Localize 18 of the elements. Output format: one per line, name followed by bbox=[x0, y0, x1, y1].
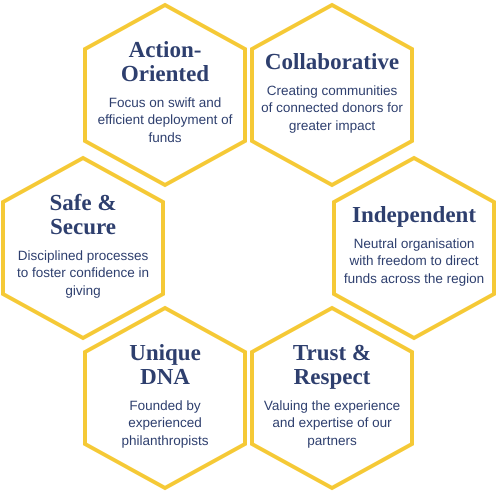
hexagon-description: Neutral organisation with freedom to direct funds across the region bbox=[343, 234, 485, 288]
hexagon-description: Focus on swift and efficient deployment of funds bbox=[96, 94, 234, 146]
hexagon bbox=[250, 3, 414, 187]
hexagon-description: Founded by experienced philanthropists bbox=[120, 396, 210, 450]
hexagon bbox=[250, 306, 414, 490]
hexagon-title: Trust & Respect bbox=[292, 340, 372, 389]
hexagon-description: Disciplined processes to foster confidence in giving bbox=[16, 246, 150, 300]
hexagon-title: Safe & Secure bbox=[48, 190, 118, 239]
hexagon-description: Creating communities of connected donors for greater impact bbox=[261, 82, 403, 134]
hexagon-title: Action-Oriented bbox=[120, 38, 210, 86]
hexagon-title: Collaborative bbox=[264, 50, 400, 74]
hexagon-title: Unique DNA bbox=[128, 340, 202, 389]
hexagon bbox=[1, 156, 165, 340]
hexagon bbox=[83, 306, 247, 490]
hexagon bbox=[332, 156, 496, 340]
hexagon-title: Independent bbox=[352, 202, 476, 227]
hexagon bbox=[83, 3, 247, 187]
hexagon-description: Valuing the experience and expertise of our partners bbox=[262, 396, 402, 450]
